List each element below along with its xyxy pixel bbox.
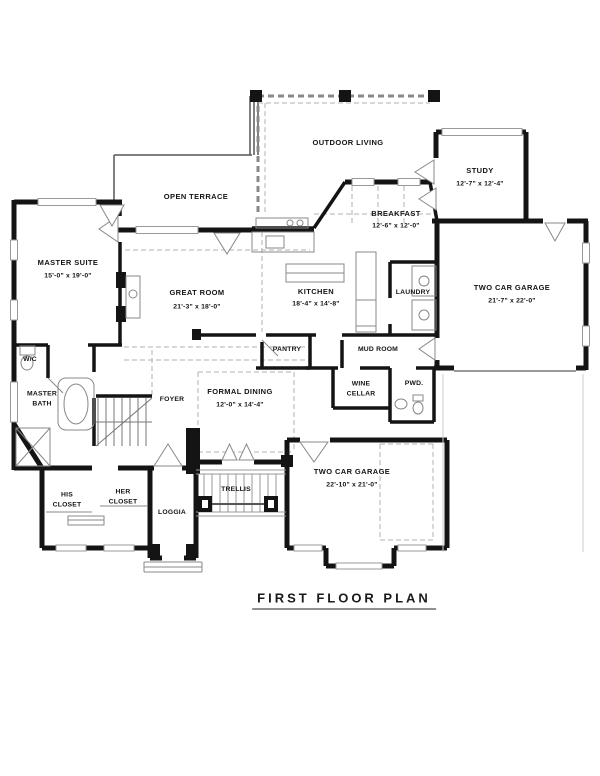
- room-label-foyer: FOYER: [159, 396, 185, 404]
- room-label-trellis: TRELLIS: [221, 486, 251, 494]
- room-label-mud-room: MUD ROOM: [357, 346, 399, 354]
- room-label-wine-cellar: WINE CELLAR: [346, 380, 376, 397]
- room-label-open-terrace: OPEN TERRACE: [163, 191, 229, 201]
- room-dims-garage-bottom: 22'-10" x 21'-0": [326, 481, 378, 489]
- room-label-outdoor-living: OUTDOOR LIVING: [312, 137, 384, 147]
- stairs: [95, 397, 153, 447]
- fixtures: [15, 217, 584, 573]
- room-label-formal-dining: FORMAL DINING: [207, 386, 273, 396]
- room-dims-study: 12'-7" x 12'-4": [456, 180, 504, 188]
- room-label-pantry: PANTRY: [272, 346, 302, 354]
- trellis-structure: [196, 469, 286, 517]
- room-label-loggia: LOGGIA: [157, 509, 187, 517]
- room-dims-garage-right: 21'-7" x 22'-0": [488, 297, 536, 305]
- room-label-master-suite: MASTER SUITE: [37, 257, 99, 267]
- room-label-kitchen: KITCHEN: [297, 286, 335, 296]
- terrace-walls: [113, 96, 259, 202]
- room-label-pwd: PWD.: [404, 380, 424, 388]
- wall-posts: [116, 90, 515, 558]
- room-label-great-room: GREAT ROOM: [169, 287, 225, 297]
- room-label-garage-bottom: TWO CAR GARAGE: [313, 466, 391, 476]
- room-label-master-bath: MASTER BATH: [27, 390, 57, 407]
- room-label-her-closet: HER CLOSET: [108, 488, 138, 505]
- room-label-garage-right: TWO CAR GARAGE: [473, 282, 551, 292]
- room-dims-master-suite: 15'-0" x 19'-0": [44, 272, 92, 280]
- plan-title: FIRST FLOOR PLAN: [252, 591, 436, 610]
- room-label-breakfast: BREAKFAST: [371, 208, 421, 218]
- room-dims-breakfast: 12'-6" x 12'-0": [372, 222, 420, 230]
- room-dims-kitchen: 18'-4" x 14'-8": [292, 300, 340, 308]
- room-label-laundry: LAUNDRY: [395, 289, 431, 297]
- room-label-wc: W/C: [23, 356, 37, 364]
- doors: [47, 159, 566, 467]
- room-label-his-closet: HIS CLOSET: [52, 491, 82, 508]
- room-dims-formal-dining: 12'-0" x 14'-4": [216, 401, 264, 409]
- windows: [10, 128, 590, 570]
- room-label-study: STUDY: [466, 165, 494, 175]
- room-dims-great-room: 21'-3" x 18'-0": [173, 303, 221, 311]
